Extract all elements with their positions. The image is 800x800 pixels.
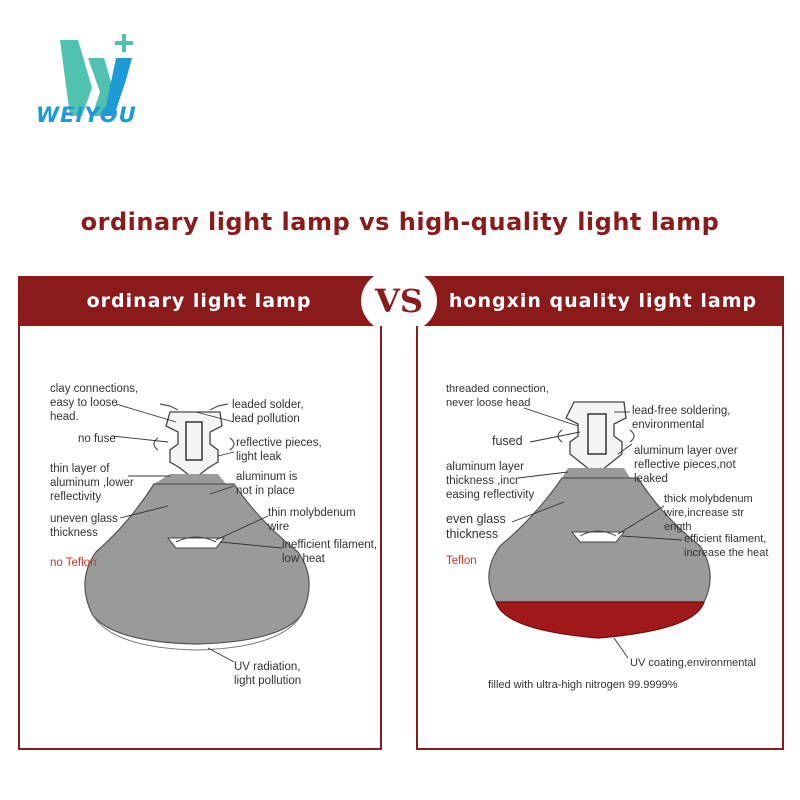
brand-name: WEIYOU — [36, 103, 137, 127]
label-aluminum-thickness: aluminum layer thickness ,incr easing re… — [446, 461, 535, 501]
label-thick-molybdenum: thick molybdenum wire,increase str ength — [664, 493, 753, 533]
label-aluminum-place: aluminum is not in place — [236, 471, 298, 497]
page-title: ordinary light lamp vs high-quality ligh… — [80, 208, 720, 236]
label-uv-radiation: UV radiation, light pollution — [234, 661, 302, 687]
label-inefficient-filament: inefficient filament, low heat — [282, 539, 378, 565]
label-no-teflon: no Teflon — [50, 557, 97, 569]
label-nitrogen: filled with ultra-high nitrogen 99.9999% — [488, 679, 678, 691]
quality-lamp-panel: threaded connection, never loose head fu… — [416, 326, 784, 750]
label-clay-connections: clay connections, easy to loose head. — [50, 383, 139, 423]
label-even-glass: even glass thickness — [446, 512, 506, 541]
label-thin-molybdenum: thin molybdenum wire — [268, 507, 356, 533]
label-reflective-pieces: reflective pieces, light leak — [236, 437, 322, 463]
label-threaded-connection: threaded connection, never loose head — [446, 383, 549, 409]
vs-badge: VS — [361, 268, 437, 334]
label-no-fuse: no fuse — [78, 433, 116, 445]
label-uv-coating: UV coating,environmental — [630, 657, 756, 669]
label-thin-aluminum: thin layer of aluminum ,lower reflectivi… — [50, 463, 134, 503]
label-aluminum-over: aluminum layer over reflective pieces,no… — [634, 445, 738, 485]
left-header: ordinary light lamp — [18, 276, 380, 326]
label-leaded-solder: leaded solder, lead pollution — [232, 399, 304, 425]
ordinary-bulb-diagram — [84, 403, 310, 663]
quality-bulb-diagram — [488, 401, 711, 659]
label-lead-free-soldering: lead-free soldering, environmental — [632, 405, 731, 431]
label-uneven-glass: uneven glass thickness — [50, 513, 118, 539]
ordinary-lamp-panel: clay connections, easy to loose head. no… — [18, 326, 382, 750]
label-teflon: Teflon — [446, 555, 477, 567]
label-efficient-filament: efficient filament, increase the heat — [684, 533, 769, 559]
label-fused: fused — [492, 434, 523, 448]
right-header: hongxin quality light lamp — [422, 276, 784, 326]
brand-logo-icon — [60, 34, 133, 116]
